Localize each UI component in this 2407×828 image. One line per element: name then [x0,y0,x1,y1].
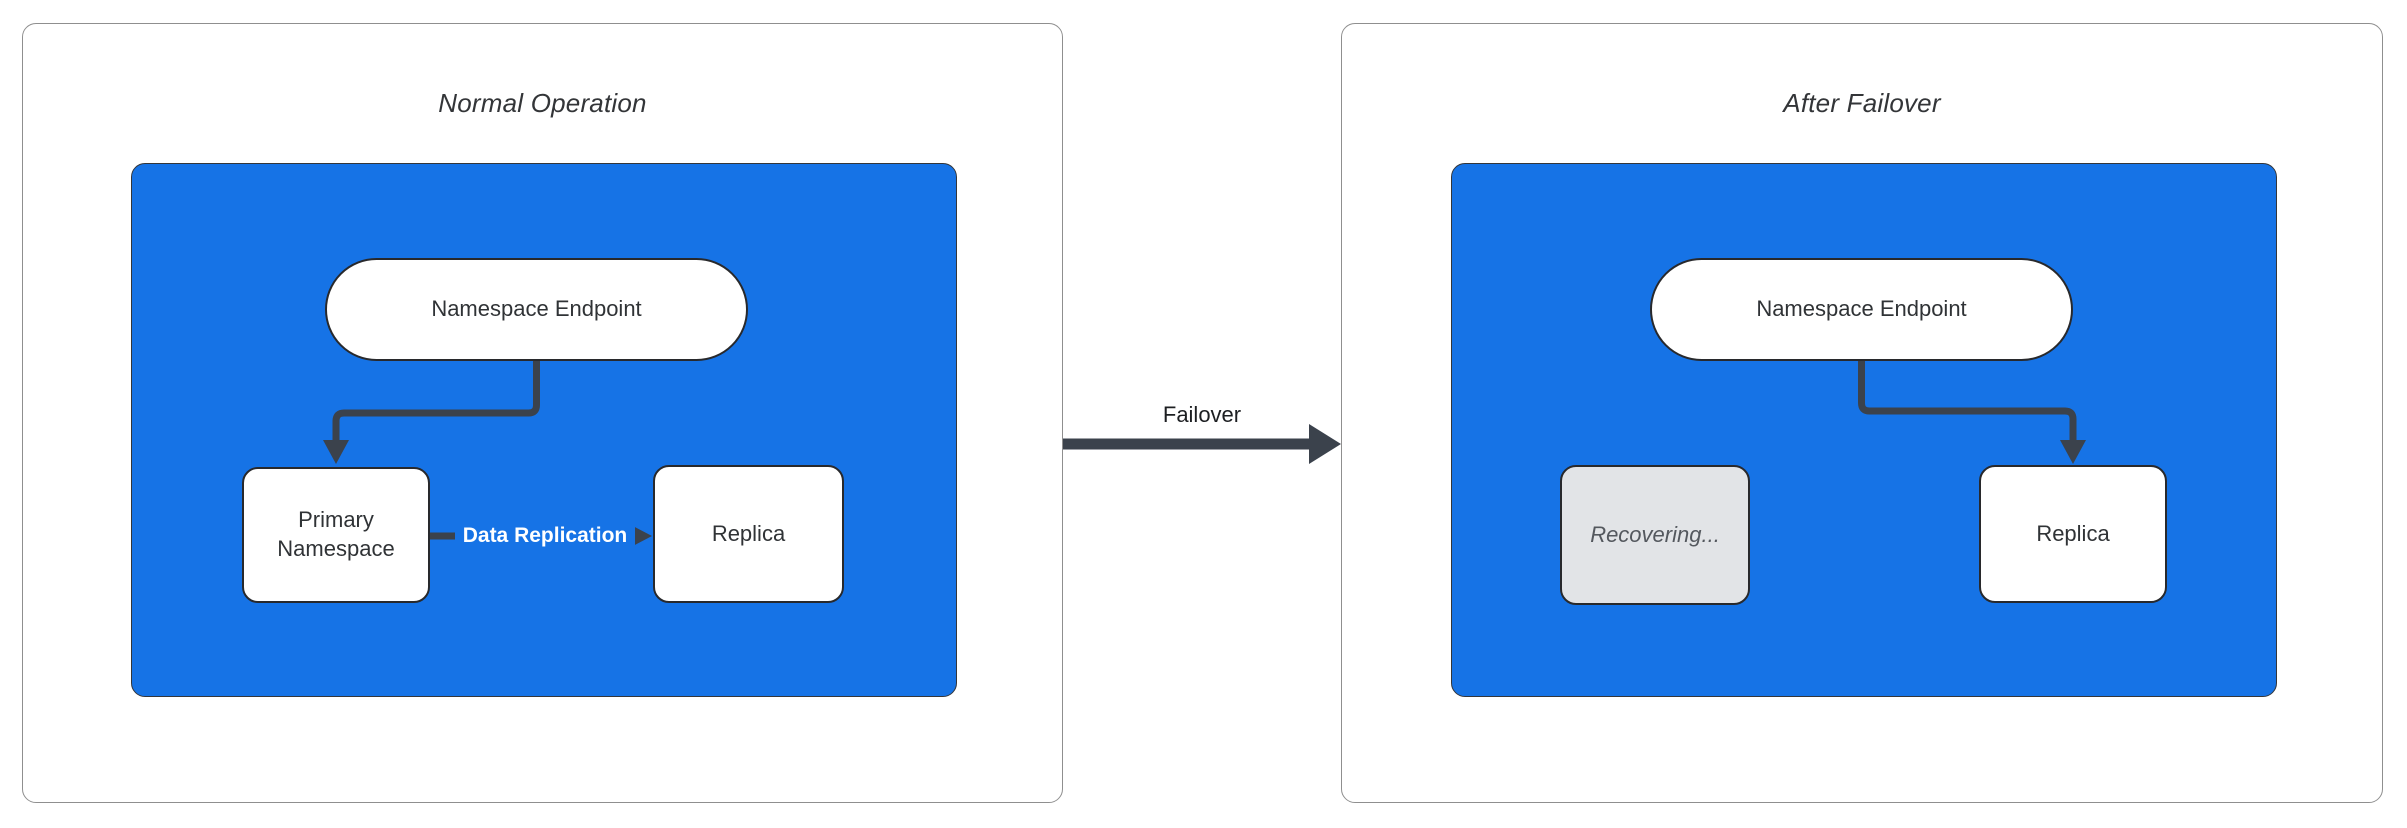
data-replication-label: Data Replication [455,522,635,550]
node-namespace-endpoint-left: Namespace Endpoint [325,258,748,361]
node-replica-right: Replica [1979,465,2167,603]
node-namespace-endpoint-right: Namespace Endpoint [1650,258,2073,361]
node-label: Recovering... [1590,521,1720,547]
node-label: Namespace Endpoint [431,296,642,322]
panel-title-after-failover: After Failover [1783,88,1941,118]
node-label: Replica [711,520,786,546]
arrow-right-icon [1309,424,1341,464]
node-recovering: Recovering... [1560,465,1750,605]
namespace-container-left [131,163,957,697]
node-label: Namespace Endpoint [1756,296,1967,322]
node-label: Primary Namespace [277,507,395,561]
namespace-container-right [1451,163,2277,697]
node-primary-namespace: Primary Namespace [242,467,430,603]
failover-label: Failover [1162,402,1242,427]
failover-arrow [1063,424,1341,464]
node-replica-left: Replica [653,465,844,603]
panel-title-normal-operation: Normal Operation [438,88,647,118]
node-label: Replica [2036,520,2110,546]
